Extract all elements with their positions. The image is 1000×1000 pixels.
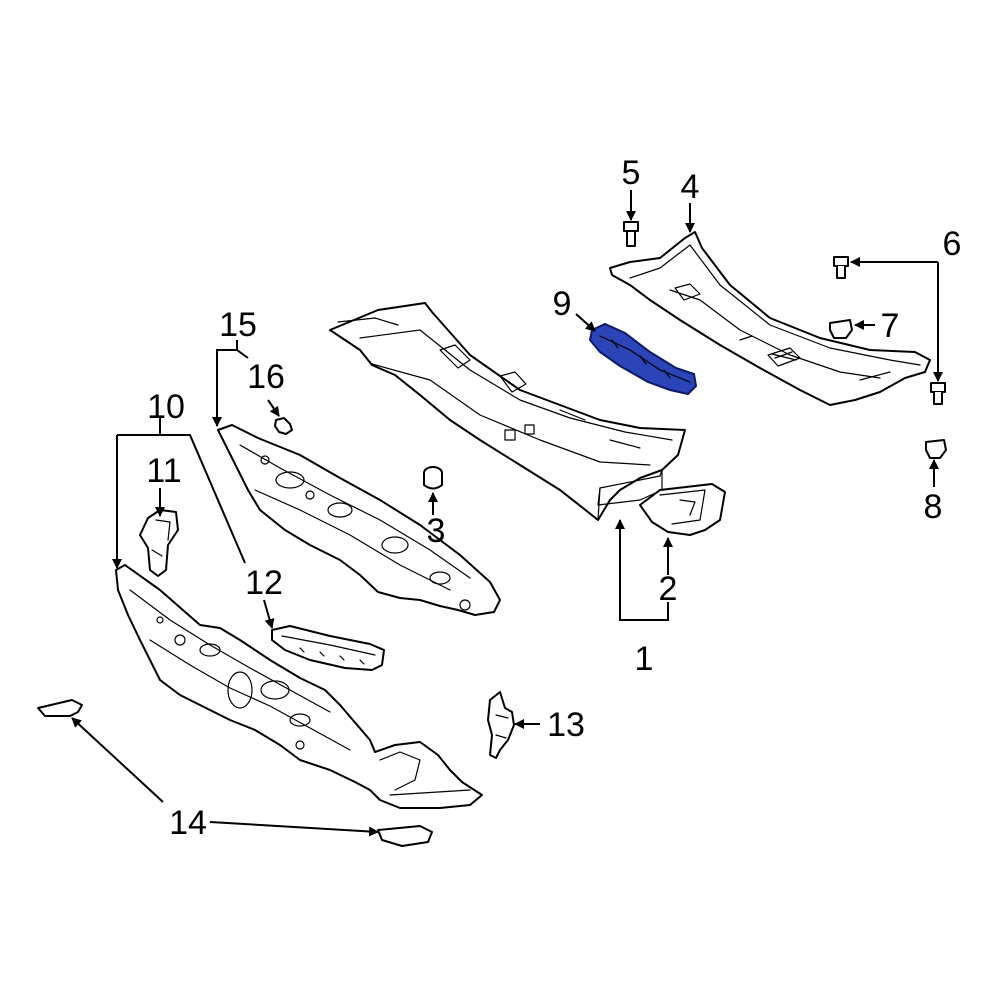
callout-12[interactable]: 12 [245, 564, 283, 602]
nut-clip[interactable] [925, 439, 947, 459]
clip-upper[interactable] [833, 256, 849, 279]
retainer[interactable] [829, 319, 853, 339]
cowl-louver-panel[interactable] [609, 231, 931, 406]
inner-dash-panel[interactable] [217, 424, 501, 616]
cowl-top-panel[interactable] [329, 302, 686, 521]
callout-9[interactable]: 9 [553, 285, 572, 323]
highlighted-reinforcement[interactable] [588, 322, 698, 396]
floor-pad-left[interactable] [37, 699, 83, 717]
push-clip[interactable] [274, 417, 293, 435]
callout-3[interactable]: 3 [427, 512, 446, 550]
side-bracket[interactable] [639, 483, 726, 536]
callout-8[interactable]: 8 [924, 488, 943, 526]
bolt[interactable] [623, 221, 639, 247]
callout-6[interactable]: 6 [943, 225, 962, 263]
callout-4[interactable]: 4 [681, 168, 700, 206]
callout-5[interactable]: 5 [622, 154, 641, 192]
callout-1[interactable]: 1 [635, 640, 654, 678]
callout-7[interactable]: 7 [881, 307, 900, 345]
floor-pad-right[interactable] [377, 825, 433, 847]
callout-15[interactable]: 15 [219, 306, 257, 344]
callout-16[interactable]: 16 [247, 358, 285, 396]
callout-14[interactable]: 14 [169, 804, 207, 842]
callout-labels: 1 2 3 4 5 6 7 8 9 10 11 12 13 14 15 16 [146, 154, 961, 842]
leader-lines [71, 190, 943, 837]
small-bracket[interactable] [487, 691, 515, 759]
callout-2[interactable]: 2 [659, 570, 678, 608]
duct-bracket[interactable] [139, 509, 179, 577]
callout-13[interactable]: 13 [547, 706, 585, 744]
grommet[interactable] [423, 466, 443, 490]
callout-11[interactable]: 11 [146, 452, 181, 490]
clip-lower[interactable] [930, 382, 946, 405]
dash-panel[interactable] [115, 564, 483, 809]
dash-reinforcement[interactable] [271, 625, 385, 671]
callout-10[interactable]: 10 [147, 388, 185, 426]
